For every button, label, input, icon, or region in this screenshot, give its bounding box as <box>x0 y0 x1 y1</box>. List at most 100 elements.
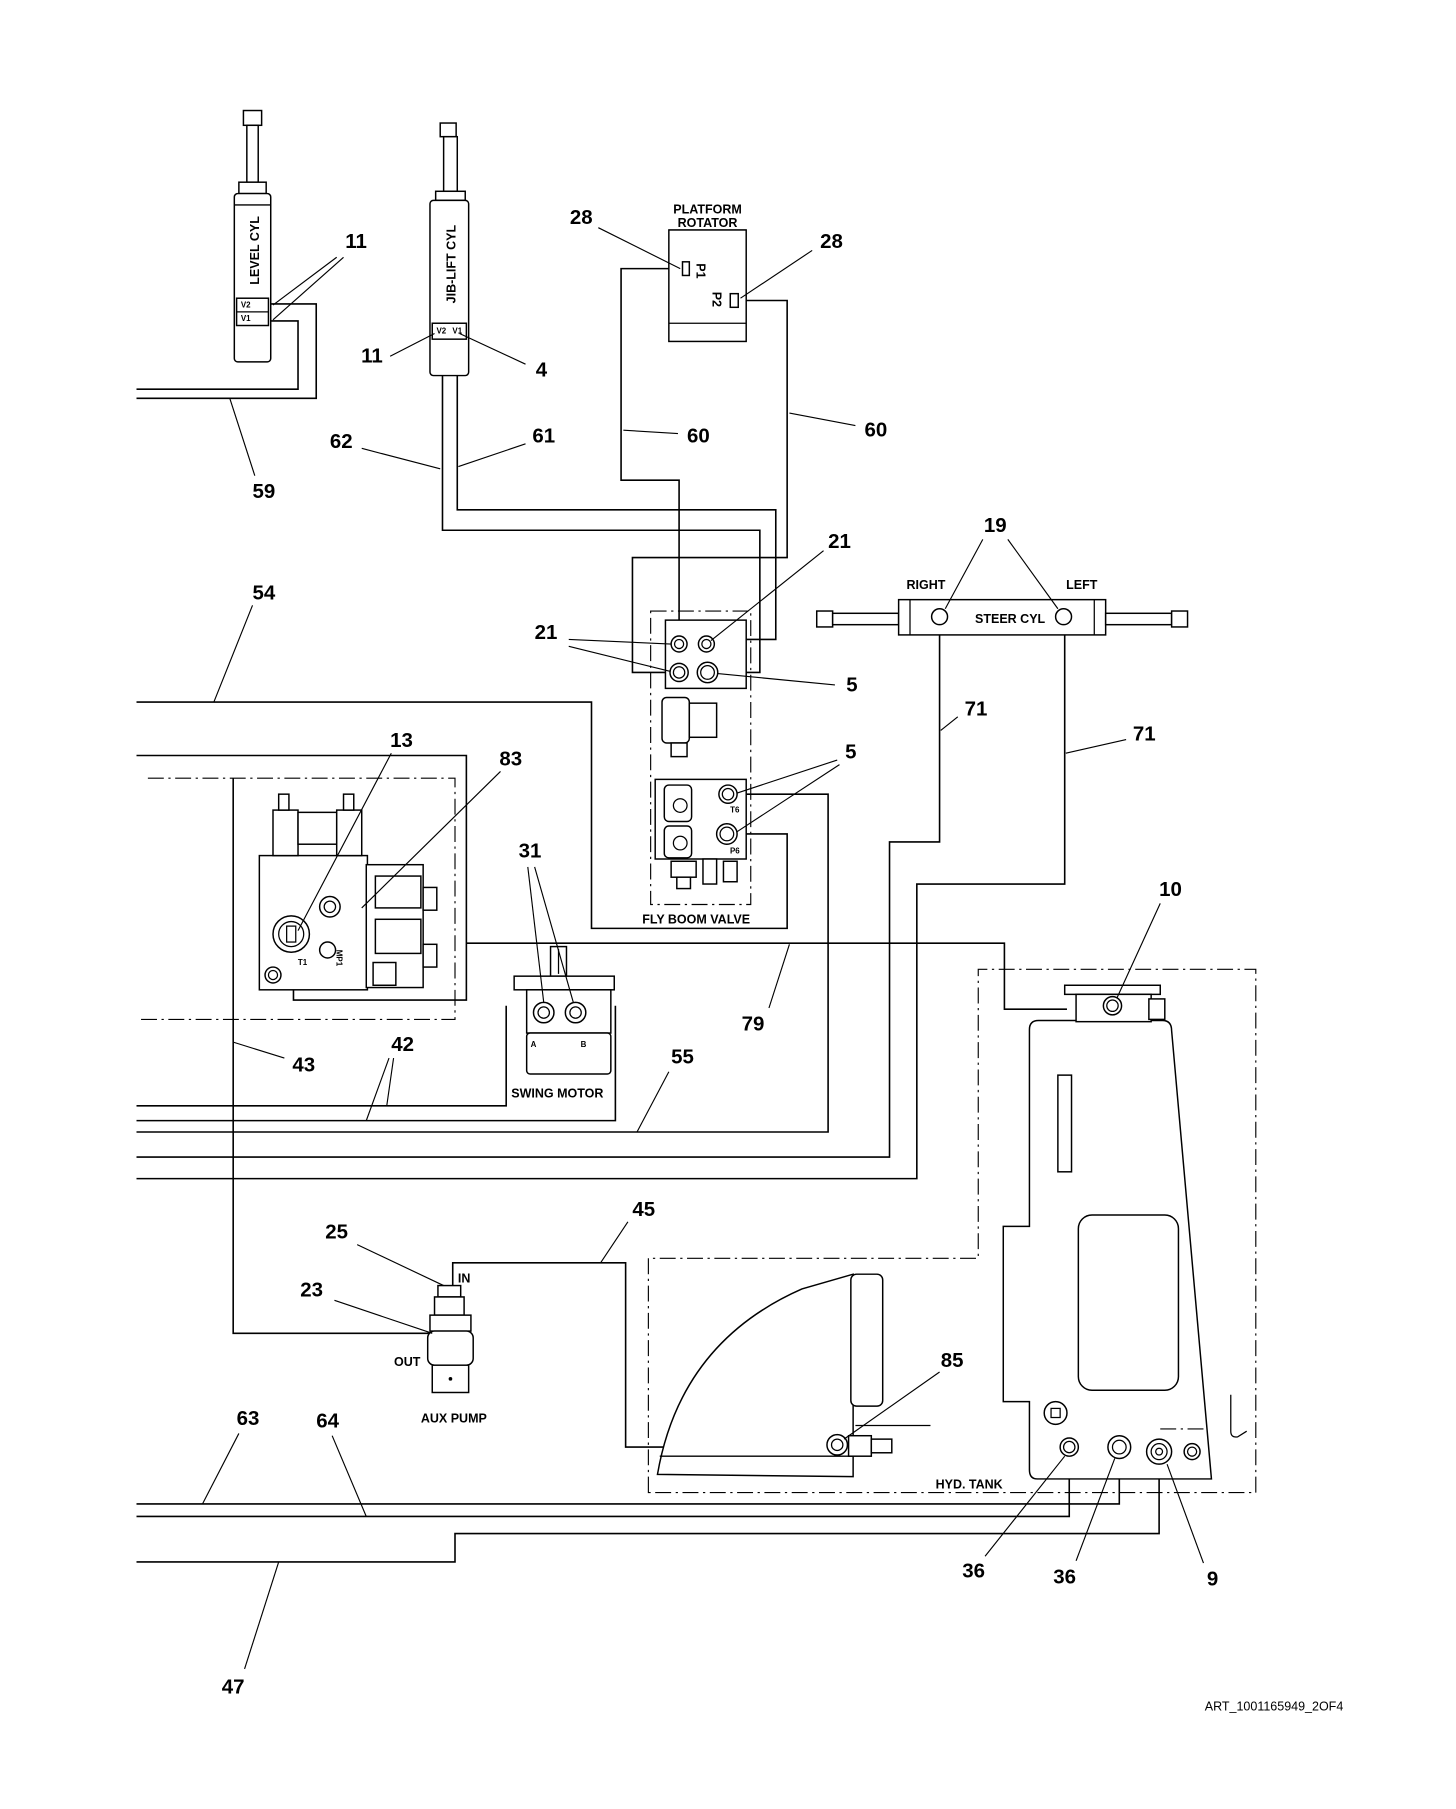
fly-boom-port-3-inner <box>672 666 686 679</box>
hose-54 <box>136 701 788 930</box>
tank-port-36-right <box>1107 1434 1132 1460</box>
callout-4: 4 <box>536 358 548 381</box>
steer-right-label: RIGHT <box>906 578 945 592</box>
fly-boom-port-p6-inner <box>719 826 735 842</box>
manifold-port-83 <box>318 895 341 918</box>
aux-pump-dot <box>448 1377 453 1381</box>
leader-9 <box>1166 1463 1205 1564</box>
leader-19-a <box>944 539 984 610</box>
hose-42-b <box>136 1005 617 1122</box>
leader-4 <box>459 332 526 365</box>
tank-fitting-10-inner <box>1106 999 1119 1013</box>
callout-71-right: 71 <box>965 697 988 720</box>
tank-boundary <box>647 968 1257 1494</box>
tank-port-extra <box>1183 1442 1201 1461</box>
hose-manifold-outlet <box>136 754 468 1001</box>
manifold-cartridge-left <box>272 809 299 857</box>
level-cyl-cap <box>242 109 263 127</box>
leader-5-bottom-b <box>736 764 840 833</box>
aux-pump-collar <box>429 1314 472 1332</box>
fly-boom-t6-label: T6 <box>730 806 740 815</box>
jib-cyl-rod <box>442 135 459 193</box>
jib-cyl-v1-label: V1 <box>452 327 462 336</box>
leader-23 <box>334 1299 433 1334</box>
manifold-valve-plug-a <box>422 886 438 911</box>
tank-port-36-left-inner <box>1062 1440 1076 1454</box>
fly-boom-cartridge-1-tip <box>676 876 692 890</box>
hose-43 <box>232 778 430 1335</box>
callouts: 11 11 4 28 28 59 62 61 60 60 21 21 19 5 … <box>222 206 1218 1699</box>
manifold-port-13-inner <box>278 920 305 948</box>
reservoir-fitting-body <box>847 1434 873 1457</box>
rotator-p1-label: P1 <box>694 263 708 278</box>
swing-motor-port-b <box>564 1001 587 1024</box>
leader-60-left <box>623 429 678 435</box>
tank-port-9-core <box>1155 1447 1164 1456</box>
callout-5-bottom: 5 <box>845 741 856 764</box>
steer-cyl-left-rod <box>831 612 900 626</box>
tank-dipstick <box>1230 1394 1248 1438</box>
tank-sight-panel <box>1057 1074 1073 1173</box>
reservoir-housing <box>656 1273 854 1478</box>
level-cyl-label: LEVEL CYL <box>248 216 262 285</box>
reservoir-flange <box>850 1273 884 1407</box>
manifold-port-83-inner <box>323 900 337 914</box>
aux-pump-inlet-fitting <box>437 1284 462 1298</box>
leader-21-left-b <box>568 645 671 672</box>
fly-boom-valve-outline <box>650 610 752 906</box>
fly-boom-solenoid-a-plug <box>670 742 688 758</box>
swing-motor-port-a <box>532 1001 555 1024</box>
leader-45 <box>600 1221 629 1264</box>
leader-63 <box>201 1433 240 1505</box>
callout-11-jib-cyl: 11 <box>361 345 383 368</box>
jib-cyl-label: JIB-LIFT CYL <box>445 224 459 303</box>
rotator-p2-label: P2 <box>710 292 724 307</box>
fly-boom-valve: T6 P6 FLY BOOM VALVE <box>642 610 752 926</box>
aux-pump-housing <box>426 1330 474 1366</box>
level-cyl-v1-label: V1 <box>241 314 251 323</box>
manifold-valve-foot <box>372 961 397 987</box>
fly-boom-solenoid-a <box>661 696 691 744</box>
leader-61 <box>458 443 526 468</box>
leader-42-a <box>386 1057 395 1106</box>
callout-13: 13 <box>390 729 413 752</box>
hose-64 <box>136 1456 1071 1518</box>
tank-port-36-left <box>1059 1437 1080 1457</box>
leader-31-a <box>527 866 545 1003</box>
steer-cyl-right-rod <box>1104 612 1173 626</box>
hose-60-p2 <box>631 299 788 674</box>
callout-9: 9 <box>1207 1568 1218 1591</box>
tank-port-36-right-inner <box>1111 1439 1127 1455</box>
hose-59-v2 <box>136 303 318 400</box>
tank-top-boss <box>1148 998 1166 1021</box>
hose-79 <box>466 942 1067 1010</box>
hose-42-a <box>136 1005 507 1107</box>
level-cylinder: V2 V1 LEVEL CYL <box>233 109 272 363</box>
hose-55 <box>136 793 829 1133</box>
leader-79 <box>768 944 790 1009</box>
tank-fitting-10 <box>1102 995 1123 1016</box>
leader-25 <box>356 1244 444 1287</box>
art-number: ART_1001165949_2OF4 <box>1205 1699 1344 1713</box>
manifold-cartridge-bridge <box>297 811 338 845</box>
steer-cylinder: STEER CYL RIGHT LEFT <box>815 578 1189 636</box>
callout-42: 42 <box>391 1033 414 1056</box>
leader-36-right <box>1075 1458 1116 1562</box>
tank-top-flange <box>1063 984 1161 996</box>
swing-motor-b-label: B <box>581 1040 587 1049</box>
callout-71-left: 71 <box>1133 722 1156 745</box>
leader-13 <box>297 752 392 931</box>
callout-60-left: 60 <box>687 424 710 447</box>
fly-boom-solenoid-b-knob <box>672 798 688 813</box>
leader-71-right <box>940 716 959 731</box>
aux-pump-label: AUX PUMP <box>421 1412 487 1426</box>
leader-85 <box>843 1371 940 1440</box>
steer-cyl-left-port <box>1054 608 1073 626</box>
callout-19: 19 <box>984 514 1007 537</box>
tank-drain-port-hex <box>1050 1407 1061 1419</box>
leader-36-left <box>984 1455 1066 1557</box>
fly-boom-valve-label: FLY BOOM VALVE <box>642 912 750 926</box>
manifold-port-lower <box>264 966 282 984</box>
callout-36-left: 36 <box>962 1560 985 1583</box>
